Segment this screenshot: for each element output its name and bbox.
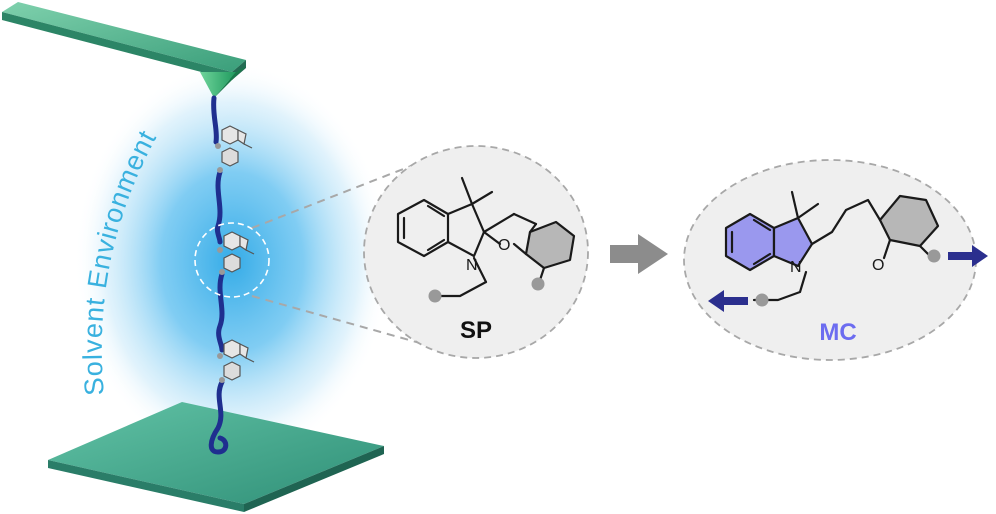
chain-unit-1 (221, 125, 253, 167)
sp-atom-o: O (498, 237, 510, 254)
pull-arrow-right-icon (948, 245, 988, 267)
substrate (48, 402, 384, 512)
pull-arrow-left-icon (708, 290, 748, 312)
chain-unit-2 (223, 231, 255, 273)
sp-attachment-dot-right (531, 277, 545, 291)
merocyanine-molecule-icon (724, 190, 940, 302)
mc-atom-o: O (872, 257, 884, 274)
spiropyran-molecule-icon (396, 176, 576, 298)
mc-label: MC (819, 319, 856, 346)
sp-attachment-dot-left (428, 289, 442, 303)
mc-attachment-dot-left (755, 293, 769, 307)
zoom-line-top (251, 149, 453, 229)
afm-cantilever (2, 2, 246, 80)
afm-tip-icon (200, 66, 246, 98)
chain-unit-3-dot-b (219, 377, 225, 383)
chain-unit-1-dot-b (217, 167, 223, 173)
chain-unit-1-dot (215, 143, 221, 149)
zoom-circle (194, 222, 270, 298)
mc-attachment-dot-right (927, 249, 941, 263)
sp-label: SP (460, 317, 492, 344)
chain-unit-3-dot (217, 353, 223, 359)
sp-atom-n: N (466, 257, 478, 274)
transform-arrow-icon (610, 234, 668, 274)
chain-unit-2-dot (217, 247, 223, 253)
polymer-chain (208, 95, 229, 455)
mc-atom-n: N (790, 259, 802, 276)
chain-unit-3 (223, 339, 255, 381)
chain-unit-2-dot-b (219, 269, 225, 275)
